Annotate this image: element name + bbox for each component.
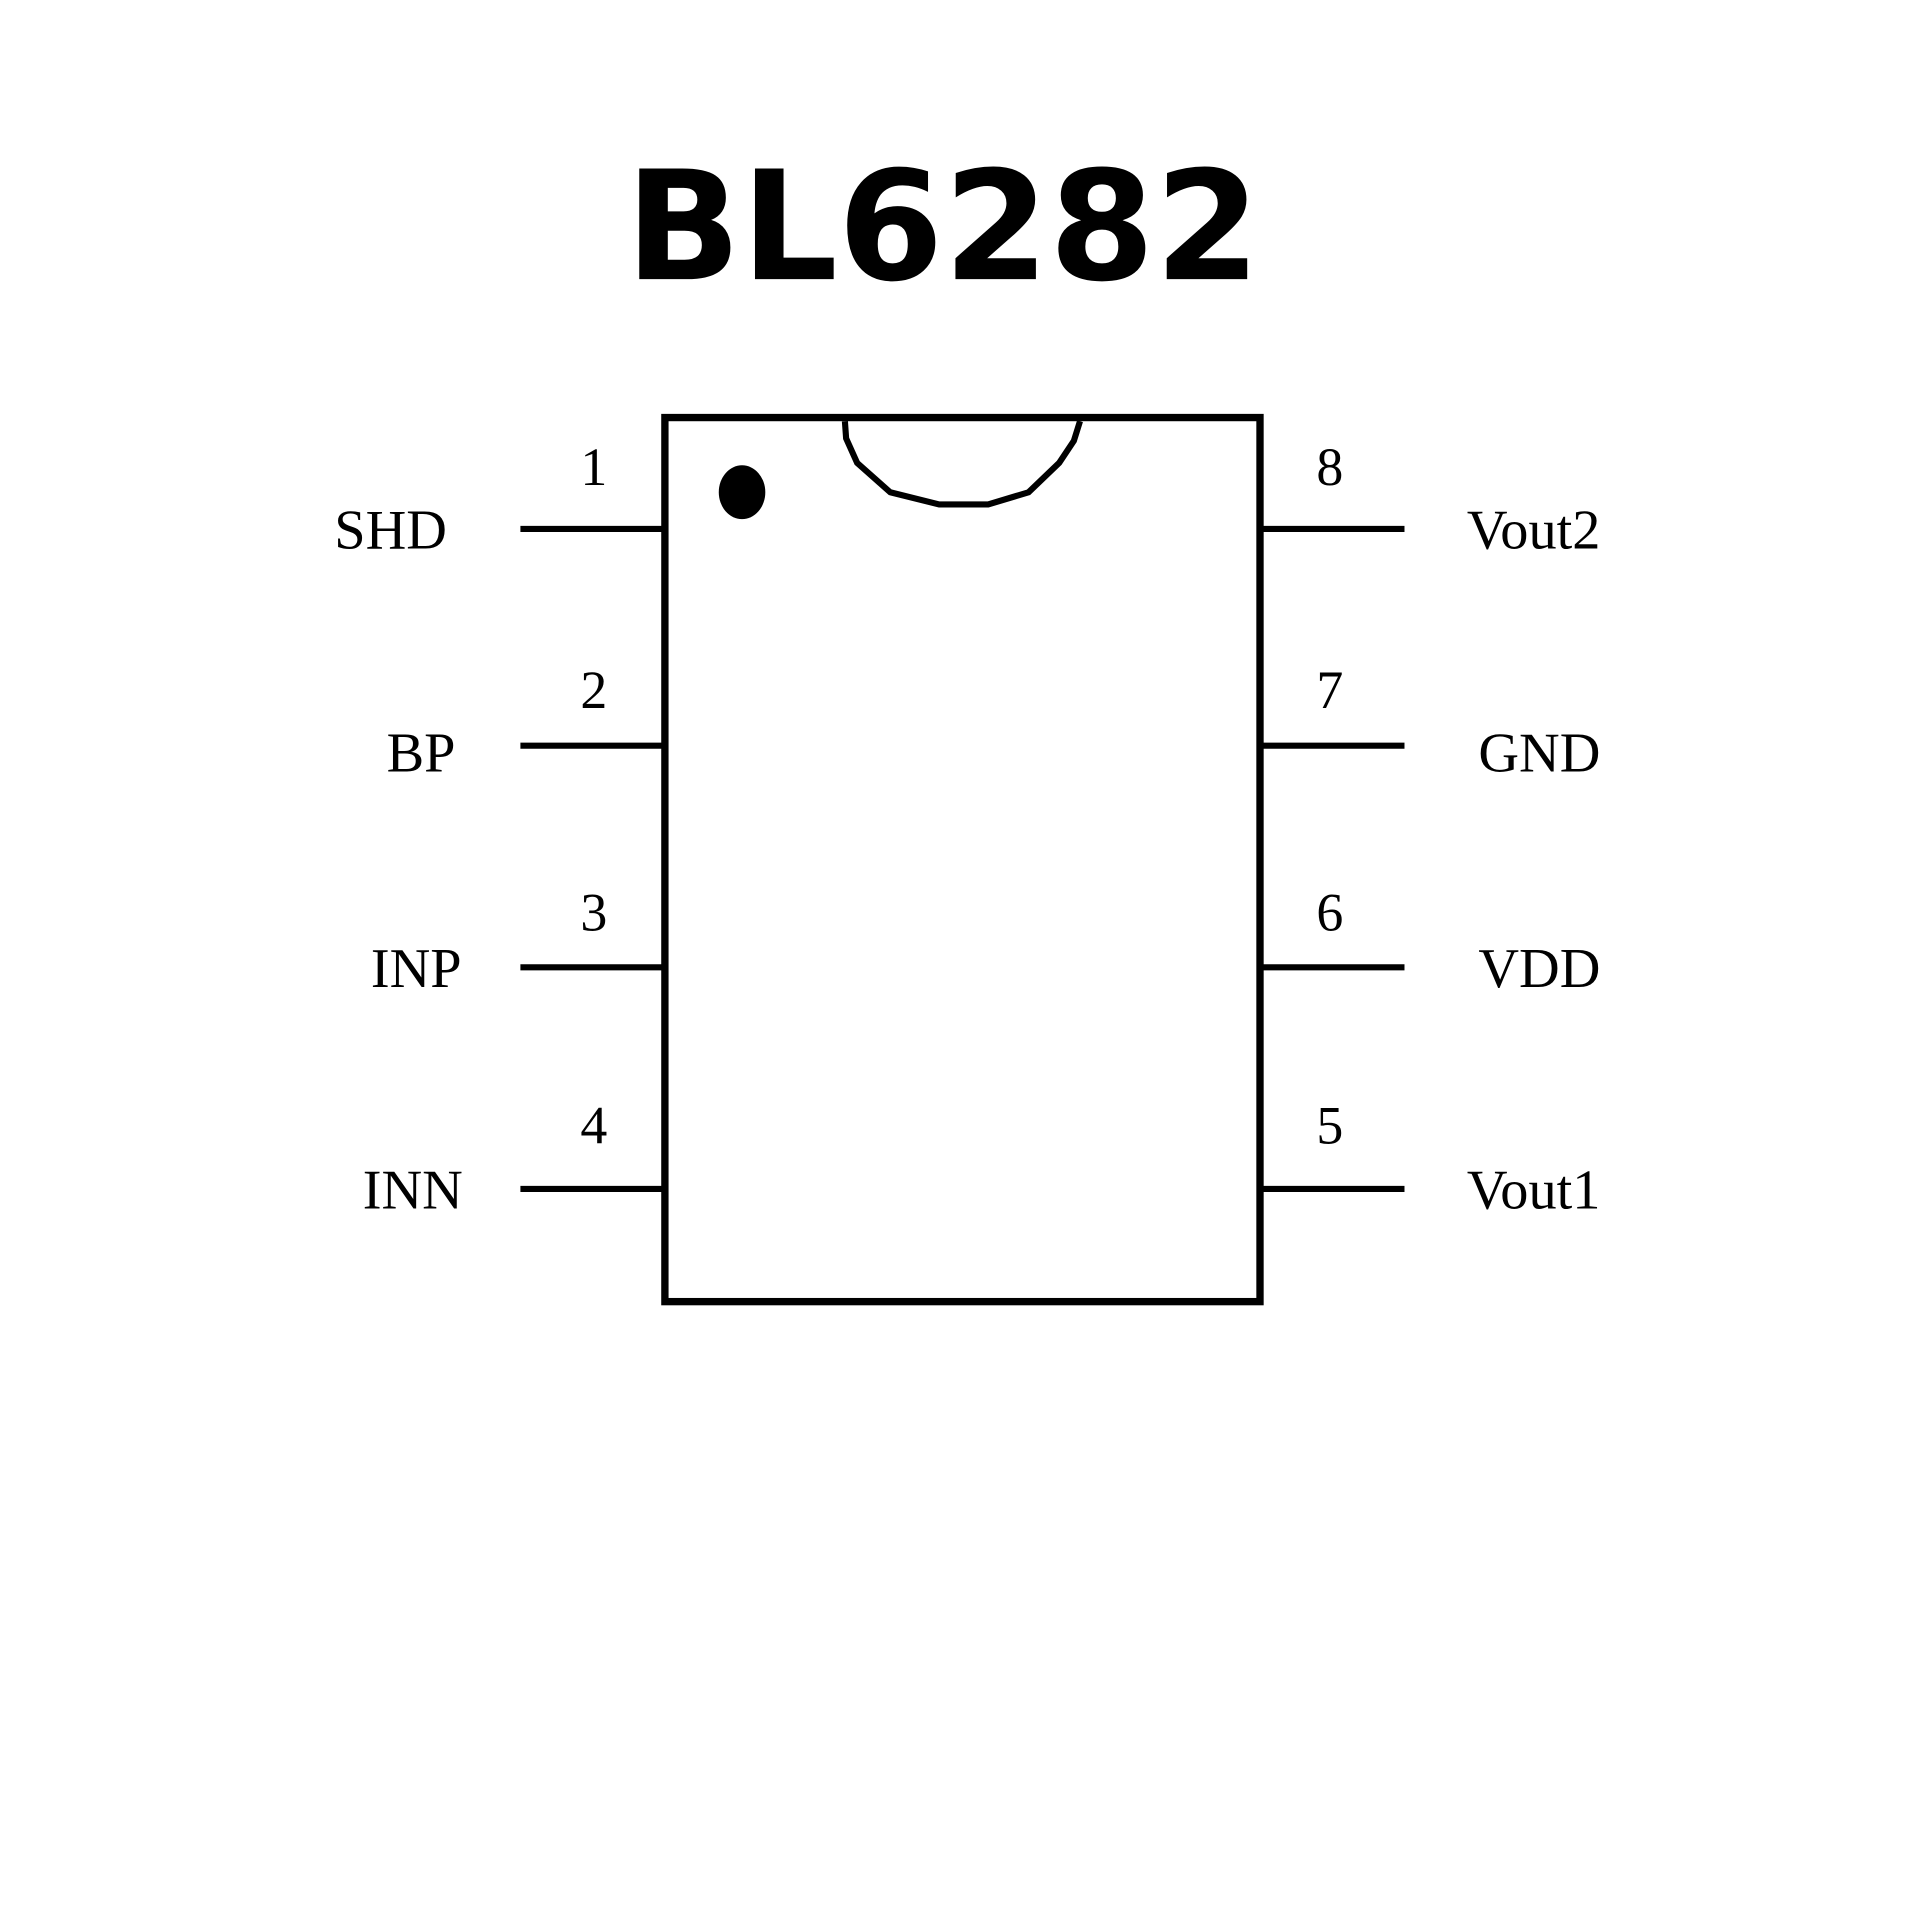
pin-number: 2 — [580, 660, 607, 720]
pin-label: VDD — [1478, 938, 1600, 1000]
pin-number: 3 — [580, 883, 607, 943]
pin-3: 3 INP — [371, 883, 665, 1000]
chip-title: BL6282 — [625, 138, 1260, 315]
pin-number: 4 — [580, 1096, 607, 1156]
pin-label: Vout2 — [1467, 500, 1601, 562]
pin-6: 6 VDD — [1260, 883, 1600, 1000]
pin-number: 6 — [1316, 883, 1343, 943]
pin-number: 8 — [1316, 437, 1343, 497]
pin1-marker-dot-icon — [718, 465, 766, 520]
pin-label: BP — [387, 722, 456, 784]
pin-number: 7 — [1316, 660, 1343, 720]
pin-4: 4 INN — [363, 1096, 665, 1222]
pin-8: 8 Vout2 — [1260, 437, 1600, 562]
pin-label: INN — [363, 1160, 463, 1222]
pin-label: SHD — [334, 500, 447, 562]
pin-label: Vout1 — [1467, 1160, 1601, 1222]
pin-1: 1 SHD — [334, 437, 665, 562]
notch-icon — [841, 420, 1083, 508]
pin-7: 7 GND — [1260, 660, 1600, 784]
chip-body — [661, 413, 1264, 1306]
pin-number: 1 — [580, 437, 607, 497]
pin-number: 5 — [1316, 1096, 1343, 1156]
pin-5: 5 Vout1 — [1260, 1096, 1600, 1222]
pin-label: GND — [1478, 722, 1600, 784]
pin-label: INP — [371, 938, 462, 1000]
pin-2: 2 BP — [387, 660, 665, 784]
